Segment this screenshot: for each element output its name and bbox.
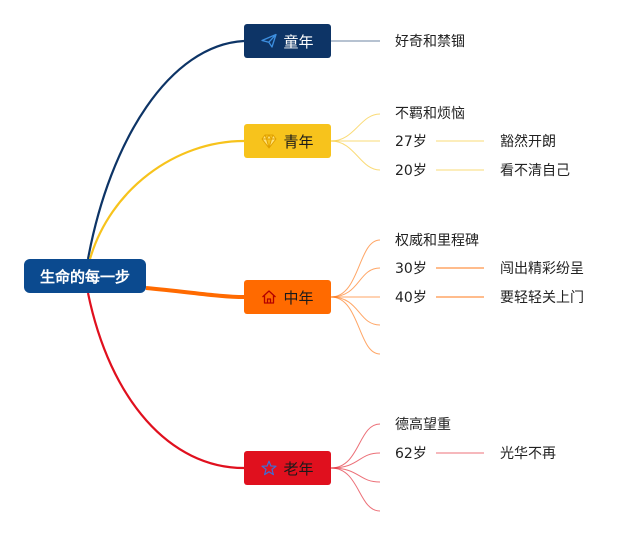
sub-branch-middle-4	[330, 296, 381, 326]
sub-branch-middle-1	[330, 239, 381, 298]
stage-label-childhood: 童年	[283, 32, 314, 51]
sub-branch-youth-1	[330, 113, 381, 142]
branch-root-youth	[88, 139, 245, 260]
sub-branch-middle-5	[330, 296, 381, 355]
house-icon	[261, 289, 277, 305]
branch-root-old	[86, 292, 245, 470]
stage-node-youth[interactable]: 青年	[244, 124, 331, 158]
sub-branch-old-4	[330, 467, 381, 512]
stage-node-childhood[interactable]: 童年	[244, 24, 331, 58]
diamond-icon	[261, 133, 277, 149]
leaf-middle-1[interactable]: 权威和里程碑	[395, 233, 479, 249]
leaf-youth-2[interactable]: 27岁	[395, 134, 427, 150]
leaf-youth-3[interactable]: 20岁	[395, 163, 427, 179]
stage-label-youth: 青年	[283, 132, 314, 151]
stage-node-middle[interactable]: 中年	[244, 280, 331, 314]
sub-branch-middle-2	[330, 267, 381, 298]
root-node-label: 生命的每一步	[39, 267, 130, 286]
paper-plane-icon	[261, 33, 278, 49]
sub-branch-old-1	[330, 423, 381, 469]
leaf-old-2-detail[interactable]: 光华不再	[500, 446, 556, 462]
leaf-middle-3-detail[interactable]: 要轻轻关上门	[500, 290, 584, 306]
leaf-childhood-1[interactable]: 好奇和禁锢	[395, 34, 465, 50]
sub-branch-old-2	[330, 452, 381, 469]
sub-branch-youth-3	[330, 140, 381, 171]
stage-label-middle: 中年	[283, 288, 314, 307]
star-icon	[261, 460, 278, 476]
root-node[interactable]: 生命的每一步	[24, 259, 146, 293]
leaf-middle-3[interactable]: 40岁	[395, 290, 427, 306]
leaf-old-2[interactable]: 62岁	[395, 446, 427, 462]
stage-node-old[interactable]: 老年	[244, 451, 331, 485]
branch-root-childhood	[86, 39, 245, 260]
stage-label-old: 老年	[283, 459, 314, 478]
sub-branch-old-3	[330, 467, 381, 483]
leaf-youth-3-detail[interactable]: 看不清自己	[500, 163, 570, 179]
leaf-middle-2[interactable]: 30岁	[395, 261, 427, 277]
branch-root-middle	[145, 286, 245, 299]
leaf-middle-2-detail[interactable]: 闯出精彩纷呈	[500, 261, 584, 277]
leaf-youth-1[interactable]: 不羁和烦恼	[395, 106, 465, 122]
leaf-old-1[interactable]: 德高望重	[395, 417, 451, 433]
leaf-youth-2-detail[interactable]: 豁然开朗	[500, 134, 556, 150]
